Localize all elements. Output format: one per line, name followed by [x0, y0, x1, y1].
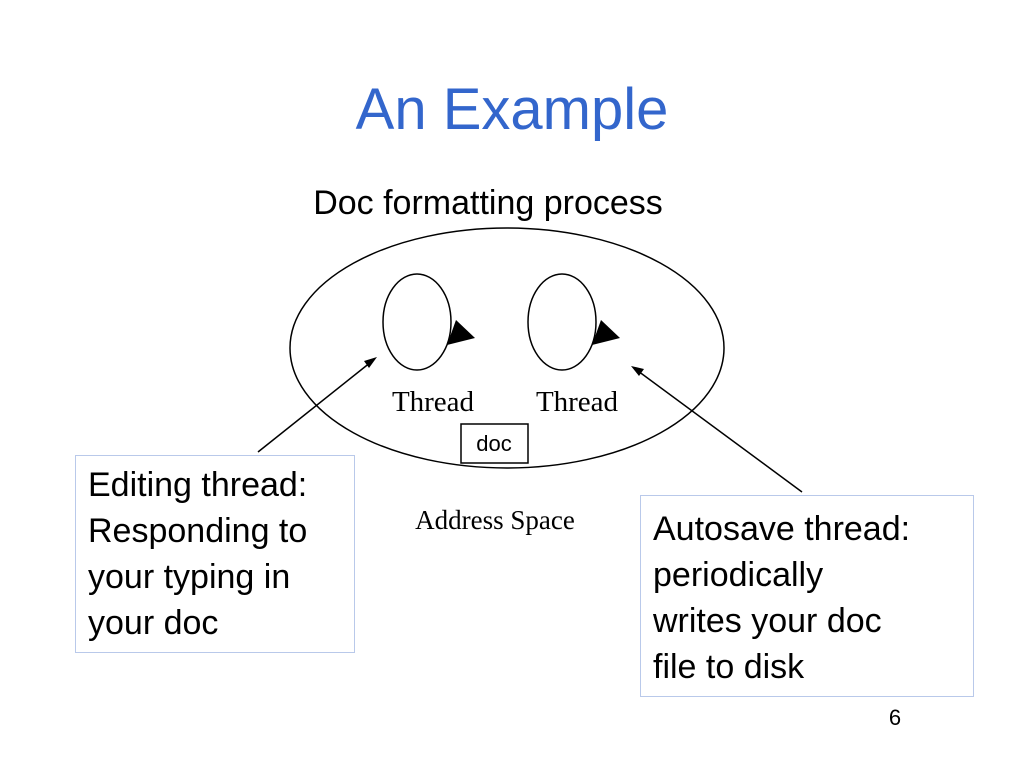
autosave-thread-callout: Autosave thread: periodically writes you…	[640, 495, 974, 697]
thread-2-loop	[527, 273, 597, 371]
address-space-label: Address Space	[415, 505, 575, 535]
page-number: 6	[888, 705, 902, 730]
autosave-pointer	[631, 366, 803, 493]
autosave-callout-line: periodically	[653, 556, 824, 594]
thread-1-arrowhead	[447, 320, 475, 345]
thread-1-loop	[382, 273, 452, 371]
thread-2-arrowhead	[592, 320, 620, 345]
autosave-callout-line: Autosave thread:	[653, 510, 911, 548]
thread-2-label: Thread	[536, 386, 619, 418]
editing-callout-line: your doc	[88, 604, 219, 642]
thread-1-label: Thread	[392, 386, 475, 418]
doc-box-border	[460, 423, 529, 464]
slide-title: An Example	[355, 77, 669, 142]
doc-label: doc	[476, 431, 511, 456]
editing-callout-line: Editing thread:	[88, 466, 308, 504]
autosave-pointer-arrowhead	[631, 366, 644, 376]
autosave-callout-line: writes your doc	[653, 602, 882, 640]
doc-box: doc	[460, 423, 529, 464]
editing-callout-line: Responding to	[88, 512, 308, 550]
autosave-callout-line: file to disk	[653, 648, 805, 686]
thread-2: Thread	[527, 273, 620, 418]
editing-thread-callout: Editing thread: Responding to your typin…	[75, 455, 355, 653]
editing-pointer-arrowhead	[364, 357, 377, 368]
editing-pointer	[257, 357, 377, 453]
process-label: Doc formatting process	[313, 184, 663, 222]
thread-1: Thread	[382, 273, 475, 418]
editing-callout-line: your typing in	[88, 558, 291, 596]
address-space-ellipse	[289, 227, 725, 469]
